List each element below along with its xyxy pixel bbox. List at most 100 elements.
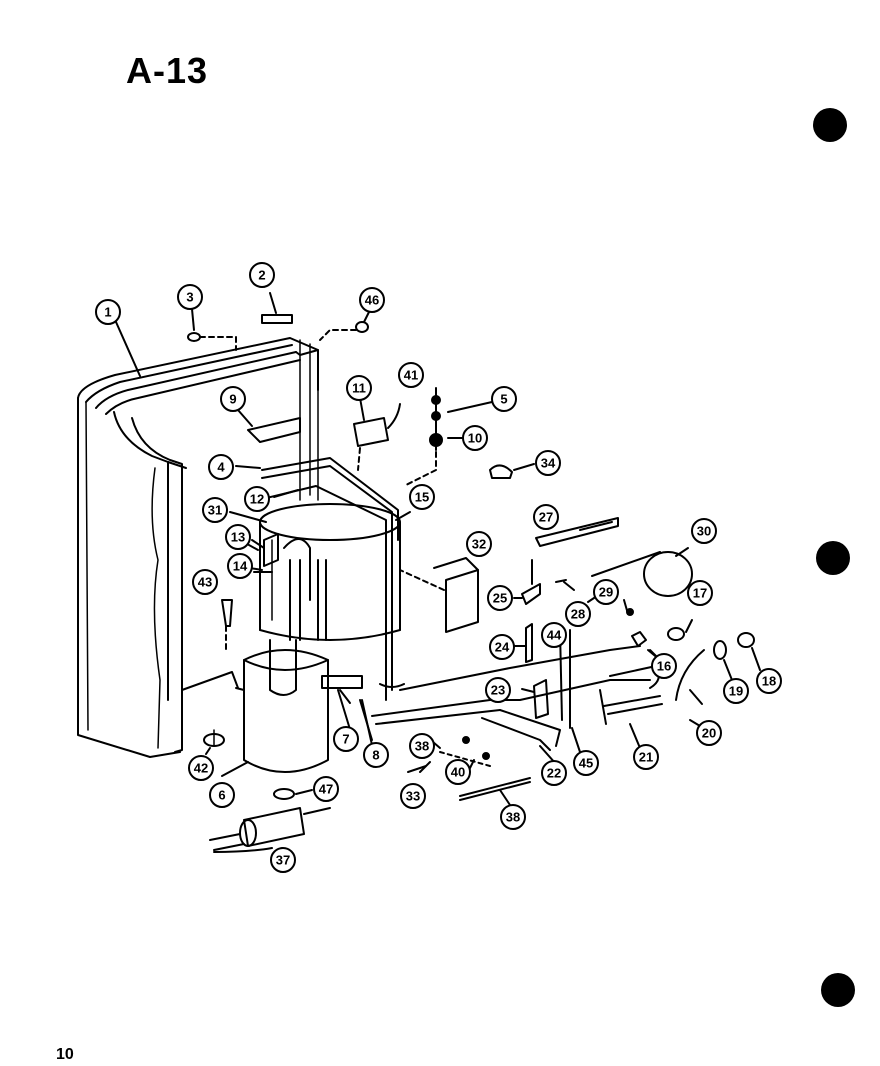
callout-label: 42: [194, 761, 208, 776]
callout-44: 44: [541, 622, 567, 648]
callout-27: 27: [533, 504, 559, 530]
callout-label: 1: [104, 305, 111, 320]
callout-label: 9: [229, 392, 236, 407]
callout-label: 29: [599, 585, 613, 600]
callout-circle: [723, 678, 749, 704]
callout-19: 19: [723, 678, 749, 704]
callout-circle: [687, 580, 713, 606]
callout-34: 34: [535, 450, 561, 476]
callout-label: 46: [365, 293, 379, 308]
callout-31: 31: [202, 497, 228, 523]
callout-label: 21: [639, 750, 653, 765]
callout-label: 27: [539, 510, 553, 525]
callout-12: 12: [244, 486, 270, 512]
callout-4: 4: [208, 454, 234, 480]
page-title: A-13: [126, 50, 209, 91]
callout-1: 1: [95, 299, 121, 325]
callout-circle: [691, 518, 717, 544]
callout-6: 6: [209, 782, 235, 808]
callout-label: 5: [500, 392, 507, 407]
callout-18: 18: [756, 668, 782, 694]
callout-2: 2: [249, 262, 275, 288]
callout-20: 20: [696, 720, 722, 746]
callout-label: 45: [579, 756, 593, 771]
callout-circle: [633, 744, 659, 770]
page-number: 10: [56, 1046, 74, 1063]
callout-15: 15: [409, 484, 435, 510]
part-25-tee-drawing: [521, 583, 541, 605]
callout-circle: [500, 804, 526, 830]
callout-circle: [409, 733, 435, 759]
part-47-grommet-drawing: [273, 788, 295, 800]
punch-hole-middle: [816, 541, 850, 575]
callout-17: 17: [687, 580, 713, 606]
callout-label: 2: [258, 268, 265, 283]
callout-47: 47: [313, 776, 339, 802]
callout-circle: [651, 653, 677, 679]
callout-circle: [696, 720, 722, 746]
callout-29: 29: [593, 579, 619, 605]
callout-37: 37: [270, 847, 296, 873]
callout-38: 38: [409, 733, 435, 759]
callout-circle: [220, 386, 246, 412]
part-20-hose-drawing: [675, 649, 705, 701]
part-16-nut-drawing: [631, 631, 647, 647]
callout-41: 41: [398, 362, 424, 388]
callout-label: 44: [547, 628, 562, 643]
callout-label: 28: [571, 607, 585, 622]
part-24-fitting-drawing: [525, 623, 533, 663]
callout-circle: [491, 386, 517, 412]
punch-hole-top: [813, 108, 847, 142]
callout-10: 10: [462, 425, 488, 451]
callout-label: 13: [231, 530, 245, 545]
callout-label: 33: [406, 789, 420, 804]
callout-24: 24: [489, 634, 515, 660]
callout-33: 33: [400, 783, 426, 809]
callout-circle: [188, 755, 214, 781]
part-17-fitting-drawing: [667, 627, 685, 641]
callout-circle: [445, 759, 471, 785]
callout-21: 21: [633, 744, 659, 770]
callout-23: 23: [485, 677, 511, 703]
callout-label: 37: [276, 853, 290, 868]
part-19-clamp-drawing: [713, 640, 727, 660]
callout-5: 5: [491, 386, 517, 412]
part-46-screw-drawing: [355, 321, 369, 333]
callout-circle: [398, 362, 424, 388]
callout-circle: [359, 287, 385, 313]
part-37-capacitor-drawing: [209, 807, 331, 853]
callout-label: 20: [702, 726, 716, 741]
punch-hole-bottom: [821, 973, 855, 1007]
callout-circle: [313, 776, 339, 802]
part-9-tube-drawing: [247, 417, 301, 443]
callout-circle: [209, 782, 235, 808]
callout-label: 16: [657, 659, 671, 674]
callout-circle: [565, 601, 591, 627]
callout-label: 24: [495, 640, 510, 655]
callout-label: 19: [729, 684, 743, 699]
callout-32: 32: [466, 531, 492, 557]
part-34-clip-drawing: [489, 464, 513, 479]
callout-25: 25: [487, 585, 513, 611]
callout-circle: [756, 668, 782, 694]
callout-circle: [573, 750, 599, 776]
callout-circle: [333, 726, 359, 752]
part-43-bolt-drawing: [221, 599, 233, 627]
callout-circle: [244, 486, 270, 512]
part-30-probe-drawing: [591, 551, 661, 577]
callout-label: 11: [352, 381, 366, 396]
callout-circle: [363, 742, 389, 768]
callout-9: 9: [220, 386, 246, 412]
callout-label: 40: [451, 765, 465, 780]
callout-label: 43: [198, 575, 212, 590]
callout-circle: [202, 497, 228, 523]
callout-label: 32: [472, 537, 486, 552]
callout-label: 12: [250, 492, 264, 507]
callout-7: 7: [333, 726, 359, 752]
part-33-screw-drawing: [407, 765, 427, 773]
callout-45: 45: [573, 750, 599, 776]
callout-14: 14: [227, 553, 253, 579]
callout-label: 23: [491, 683, 505, 698]
